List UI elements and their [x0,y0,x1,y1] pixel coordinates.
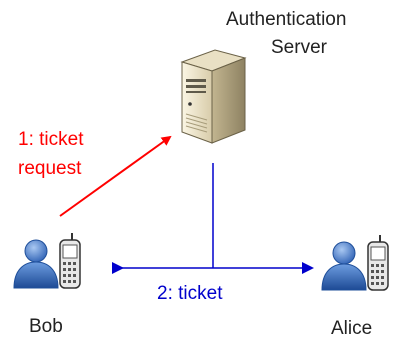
ticket-request-label-line1: 1: ticket [18,129,84,150]
server-icon [180,49,247,144]
ticket-label: 2: ticket [157,283,223,304]
server-label-line2: Server [271,37,327,58]
server-label-line1: Authentication [226,9,347,30]
bob-user-icon [13,233,81,289]
ticket-request-arrow [59,135,172,217]
alice-phone-icon [367,235,389,291]
bob-phone-icon [59,233,81,289]
alice-label: Alice [331,318,373,339]
ticket-request-label-line2: request [18,158,82,179]
bob-label: Bob [29,316,63,337]
alice-user-icon [321,235,389,291]
